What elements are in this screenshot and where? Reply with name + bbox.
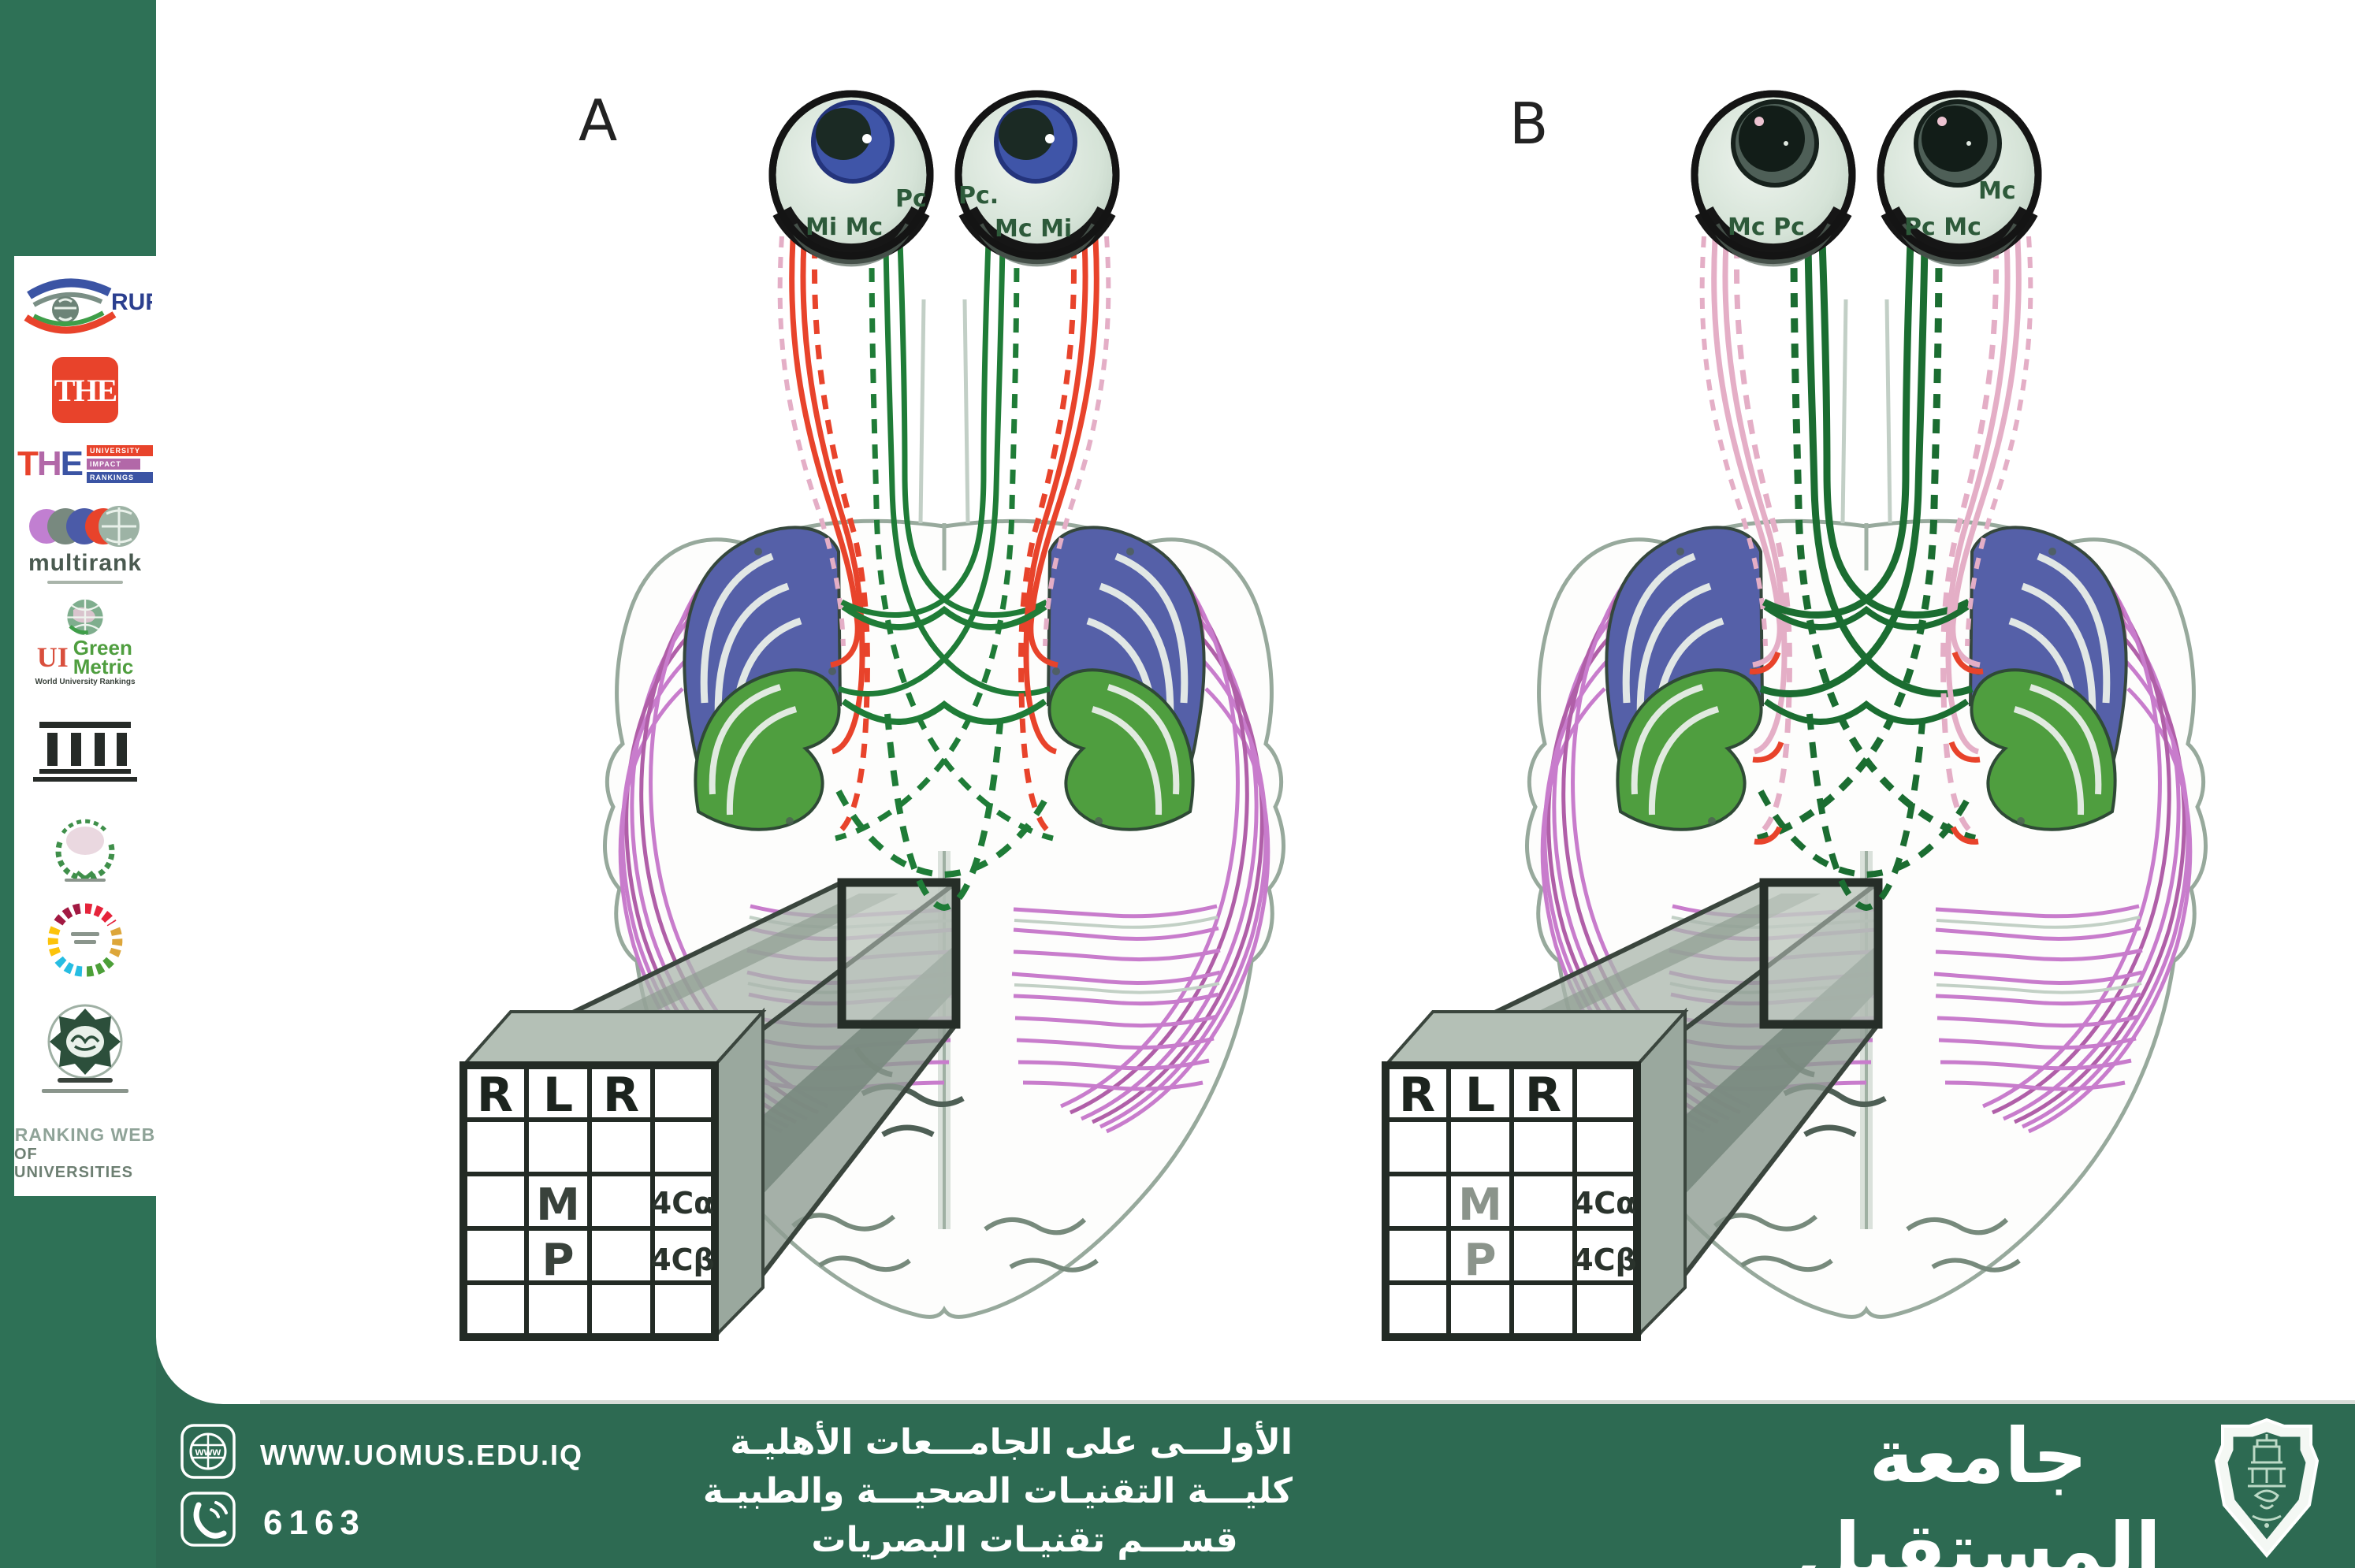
greenmetric-sub: World University Rankings (35, 678, 136, 686)
eye-label-pc-left-a: Pc (895, 185, 927, 213)
visual-pathway-diagrams: A Pc Mi Mc Pc. Mc Mi R L R M P 4Cα 4Cβ (0, 0, 2355, 1404)
inset-a-col-r2: R (603, 1068, 639, 1123)
eye-right-b (1881, 94, 2038, 262)
eye-label-mc-upper-b: Mc (1978, 177, 2016, 205)
university-arabic-name: جامعة المستقبل (1795, 1412, 2162, 1568)
cortex-inset-a: R L R M P 4Cα 4Cβ (477, 1068, 715, 1286)
footer-divider (260, 1400, 2355, 1404)
webometrics-line2: OF UNIVERSITIES (14, 1146, 133, 1181)
greenmetric-globe-icon (67, 599, 103, 636)
the-wordmark: THE (54, 372, 117, 408)
university-pillars-icon (14, 718, 156, 784)
multirank-logo: multirank (14, 497, 156, 589)
pupil-right-a (999, 108, 1054, 160)
eye-label-pc-right-a: Pc. (958, 182, 999, 210)
impact-bar-impact: IMPACT (87, 459, 141, 470)
inset-b-4cbeta: 4Cβ (1572, 1243, 1637, 1277)
rur-eye-icon: RUR (24, 278, 152, 334)
website-globe-icon: www (180, 1424, 236, 1479)
engineers-subtext-bar (42, 1088, 128, 1093)
multirank-circles-icon (29, 505, 140, 547)
pupil-left-a (816, 108, 871, 160)
pupil-right-b (1922, 106, 1988, 172)
inset-a-col-l: L (543, 1068, 573, 1123)
eye-left-a (772, 94, 930, 262)
the-box: THE (52, 357, 118, 423)
inset-b-magno: M (1458, 1180, 1502, 1231)
footer-arabic-text: الأولـــى على الجامـــعات الأهليـة كليــ… (702, 1418, 1293, 1565)
inset-b-col-r1: R (1399, 1068, 1435, 1123)
svg-text:www: www (195, 1445, 221, 1458)
phone-icon (180, 1492, 236, 1547)
eye-right-a (958, 94, 1116, 262)
eye-label-mcmi-a: Mc Mi (995, 215, 1072, 243)
inset-a-4calpha: 4Cα (651, 1186, 714, 1221)
footer-arabic-line2: كليـــة التقنيـات الصحيـــة والطبيـة (702, 1471, 1293, 1511)
phone-label: 6163 (263, 1503, 366, 1542)
inset-a-magno: M (536, 1180, 580, 1231)
website-label: WWW.UOMUS.EDU.IQ (260, 1439, 583, 1471)
impact-bars: UNIVERSITY IMPACT RANKINGS (87, 445, 154, 483)
footer-band (156, 1404, 2355, 1568)
ui-greenmetric-logo: UI Green Metric World University Ranking… (14, 598, 156, 686)
diagram-a-normal-pathway: A Pc Mi Mc Pc. Mc Mi R L R M P 4Cα 4Cβ (463, 87, 1283, 1337)
eye-left-b (1695, 94, 1852, 262)
footer-arabic-line3: قســـم تقنيـات البصريات (811, 1520, 1238, 1560)
multirank-subtext-bar (47, 580, 123, 584)
inset-a-parvo: P (541, 1235, 574, 1286)
impact-bar-rankings: RANKINGS (87, 472, 154, 483)
inset-b-4calpha: 4Cα (1573, 1186, 1636, 1221)
eye-label-mimc-a: Mi Mc (805, 214, 883, 241)
university-emblem (2214, 1418, 2320, 1559)
the-impact-wordmark: THE (17, 444, 84, 483)
sdg-goals-logo (14, 901, 156, 979)
diagram-a-label: A (579, 87, 617, 154)
sidebar: RUR THE THE UNIVERSITY IMPACT RANKINGS (0, 0, 156, 1568)
the-rankings-logo: THE (14, 352, 156, 428)
cortex-inset-b: R L R M P 4Cα 4Cβ (1399, 1068, 1637, 1286)
greenmetric-ui: UI (36, 641, 69, 673)
footer-arabic-line1: الأولـــى على الجامـــعات الأهليـة (730, 1422, 1293, 1462)
arab-universities-union-logo (14, 808, 156, 886)
arab-engineers-federation-logo (14, 994, 156, 1102)
multirank-wordmark: multirank (28, 549, 143, 576)
diagram-b-degenerated-pathway: B Mc Pc Pc Mc Mc R L R M P 4Cα 4Cβ (1386, 91, 2205, 1337)
inset-b-col-r2: R (1525, 1068, 1561, 1123)
greenmetric-wordmark: UI Green Metric (36, 636, 134, 678)
rankings-logo-panel: RUR THE THE UNIVERSITY IMPACT RANKINGS (14, 256, 156, 1196)
greenmetric-metric: Metric (73, 655, 134, 678)
eye-label-mcpc-b: Mc Pc (1728, 214, 1805, 241)
greenmetric-green: Green (73, 636, 132, 660)
greenmetric-text: Green Metric (73, 636, 134, 678)
university-wordmark: جامعة المستقبل AL-MUSTAQBAL UNIVERSITY (1758, 1409, 2199, 1568)
diagram-b-label: B (1509, 91, 1548, 157)
the-impact-rankings-logo: THE UNIVERSITY IMPACT RANKINGS (14, 436, 156, 492)
inset-a-4cbeta: 4Cβ (650, 1243, 715, 1277)
eye-label-pcmc-b: Pc Mc (1904, 214, 1981, 241)
rur-wordmark: RUR (111, 289, 152, 315)
inset-a-col-r1: R (477, 1068, 513, 1123)
pupil-left-b (1739, 106, 1805, 172)
webometrics-logo: RANKING WEB OF UNIVERSITIES (14, 1124, 156, 1181)
webometrics-line1: RANKING WEB (14, 1124, 156, 1145)
inset-b-parvo: P (1464, 1235, 1496, 1286)
inset-b-col-l: L (1465, 1068, 1495, 1123)
rur-rankings-logo: RUR (14, 267, 156, 346)
impact-bar-university: UNIVERSITY (87, 445, 154, 456)
